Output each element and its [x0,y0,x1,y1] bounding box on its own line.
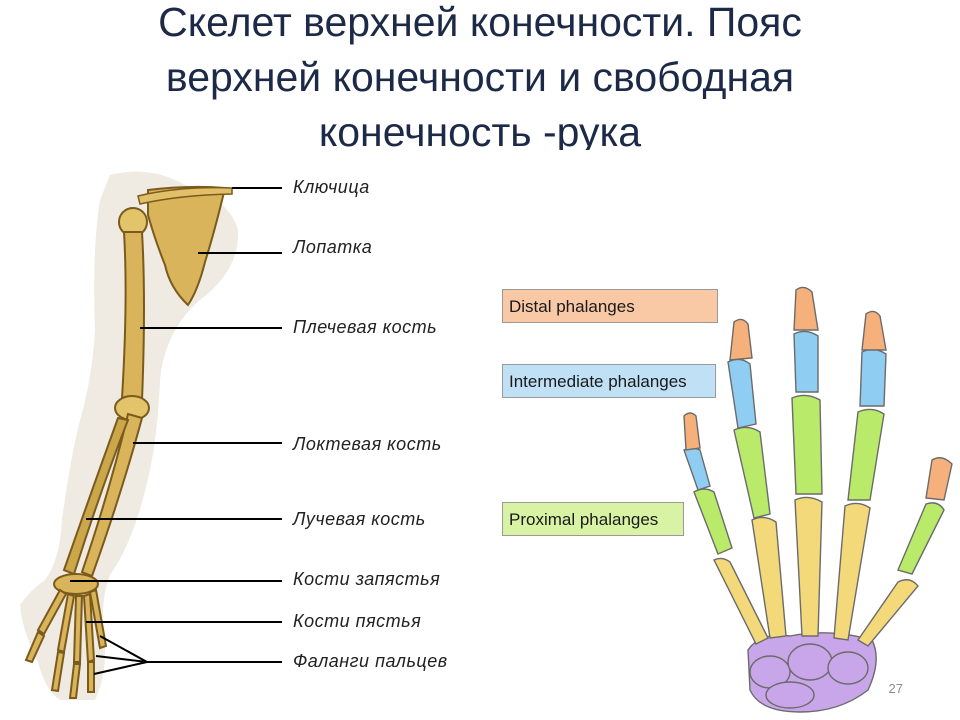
humerus-bone [120,231,145,402]
title-line-1: Скелет верхней конечности. Пояс [158,0,802,45]
leader-line-ulna [133,442,282,444]
label-clavicle: Ключица [293,177,370,197]
hand-skeleton-illustration [683,286,953,713]
clavicle-bone [137,186,233,205]
legend-distal-phalanges: Distal phalanges [502,289,718,323]
label-radius: Лучевая кость [293,509,426,529]
legend-proximal-phalanges: Proximal phalanges [502,502,684,536]
proximal-phalanges [693,394,945,575]
arm-finger-bones [24,588,108,699]
leader-line-radius [86,518,282,520]
leader-line-metacarpals [86,621,282,623]
leader-line-clavicle [232,187,282,189]
label-phalanges: Фаланги пальцев [293,651,448,671]
label-scapula: Лопатка [293,237,373,257]
ulna-bone [80,412,144,578]
title-line-3: конечность -рука [318,109,642,150]
leader-line-humerus [140,327,282,329]
leader-lines-phalanges [93,635,282,675]
leader-line-carpals [70,580,282,582]
label-carpals: Кости запястья [293,569,441,589]
label-ulna: Локтевая кость [293,434,442,454]
distal-phalanges [683,286,953,501]
metacarpal-bones [713,496,919,647]
slide-title: Скелет верхней конечности. Пояс верхней … [0,0,960,150]
title-line-2: верхней конечности и свободная [165,54,795,100]
legend-intermediate-phalanges: Intermediate phalanges [502,364,716,398]
arm-skeleton-illustration [20,171,239,700]
intermediate-phalanges [683,330,887,491]
carpal-bones-group [747,632,877,713]
carpal-bones [53,573,99,595]
label-metacarpals: Кости пястья [293,611,422,631]
label-humerus: Плечевая кость [293,317,438,337]
page-number: 27 [888,681,903,696]
leader-line-scapula [198,252,282,254]
